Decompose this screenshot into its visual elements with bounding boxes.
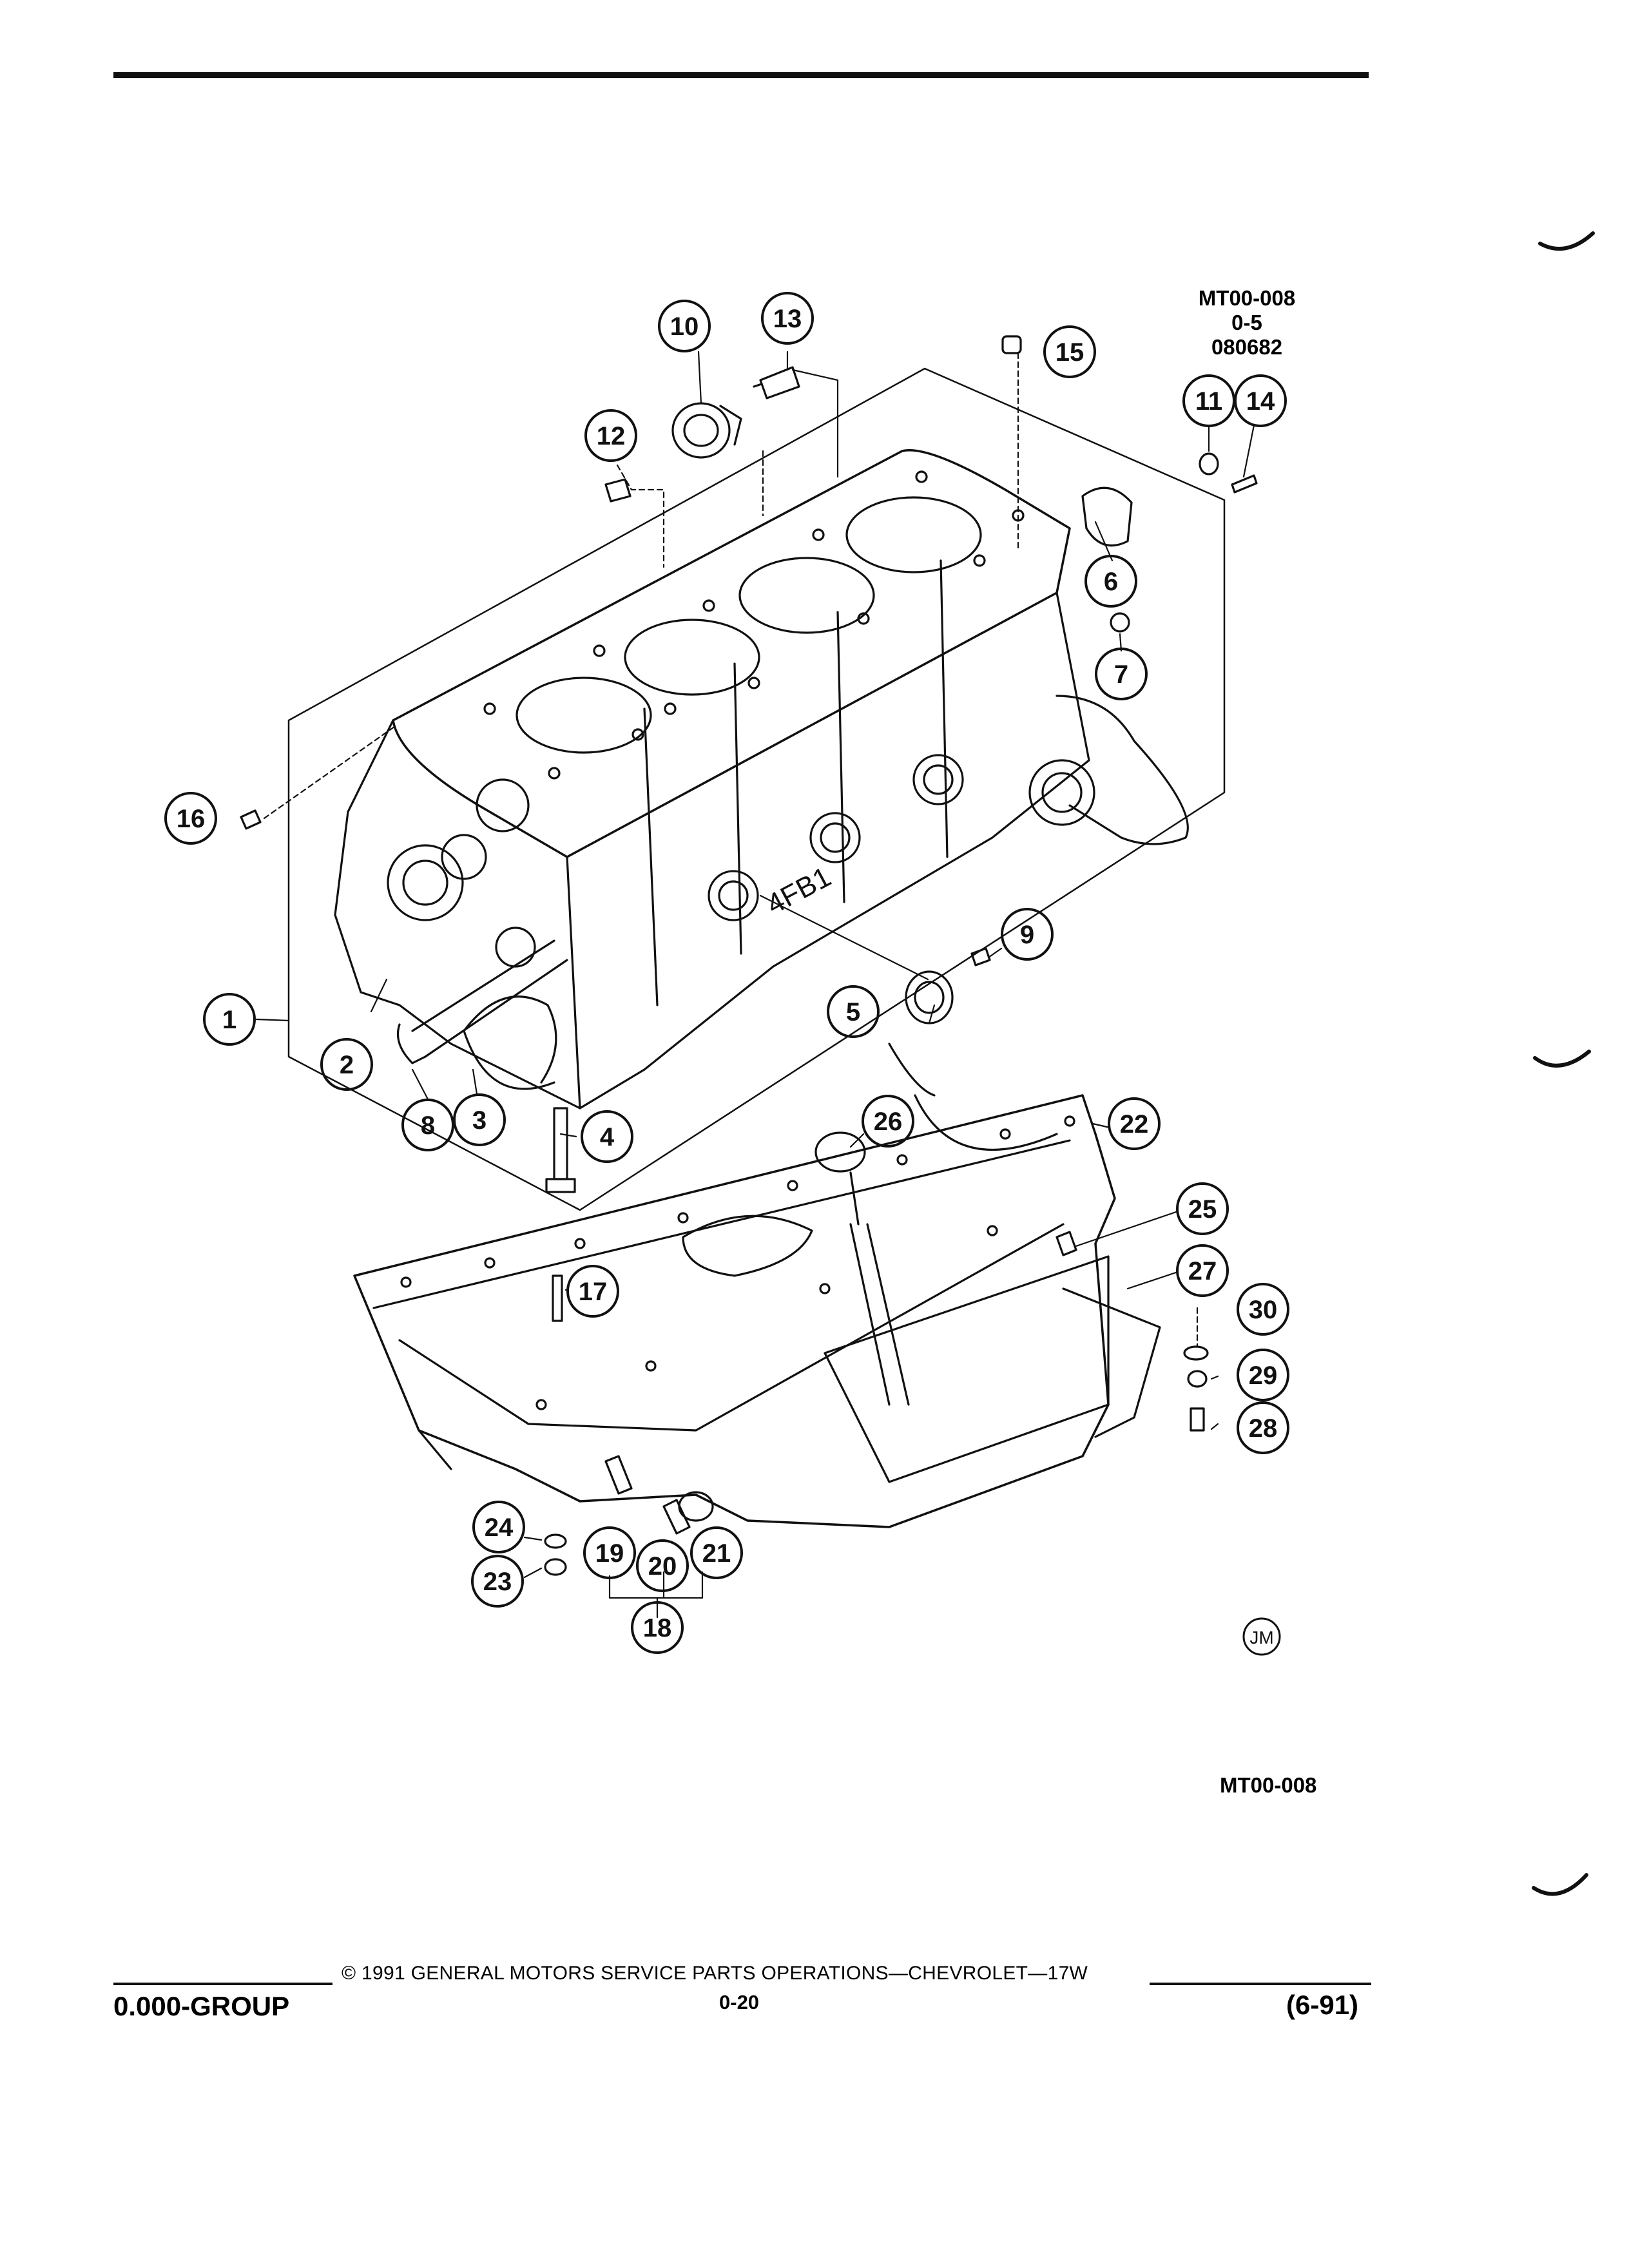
- callout-number: 30: [1249, 1296, 1278, 1324]
- callout-number: 5: [846, 998, 860, 1026]
- callout-12: 12: [584, 409, 637, 462]
- margin-marks: [1532, 231, 1595, 1896]
- footer-page-number: 0-20: [719, 1991, 760, 2013]
- block-group-frame: [287, 367, 1226, 1211]
- callout-29: 29: [1237, 1349, 1289, 1401]
- callout-number: 14: [1246, 387, 1275, 416]
- callout-number: 10: [670, 312, 699, 341]
- artist-mark: JM: [1242, 1617, 1281, 1656]
- callout-28: 28: [1237, 1401, 1289, 1454]
- footer-revision-date: (6-91): [1286, 1990, 1359, 2020]
- callout-number: 3: [472, 1106, 487, 1135]
- callout-4: 4: [581, 1110, 633, 1163]
- callout-27: 27: [1176, 1244, 1229, 1297]
- callout-number: 7: [1114, 660, 1128, 689]
- callout-number: 29: [1249, 1361, 1278, 1390]
- callout-number: 17: [579, 1278, 608, 1306]
- callout-number: 27: [1188, 1257, 1217, 1285]
- callout-number: 16: [177, 805, 206, 833]
- cylinder-block-drawing: 4FB1: [334, 449, 1189, 1110]
- callout-number: 11: [1195, 387, 1222, 416]
- callout-23: 23: [471, 1555, 524, 1608]
- block-small-parts: [240, 335, 1258, 1193]
- casting-mark: 4FB1: [762, 861, 836, 921]
- callout-15: 15: [1043, 325, 1096, 378]
- callout-number: 23: [483, 1568, 512, 1596]
- footer-copyright: © 1991 GENERAL MOTORS SERVICE PARTS OPER…: [342, 1963, 1088, 1984]
- footer-group-label: 0.000-GROUP: [113, 1991, 290, 2021]
- callout-number: 15: [1055, 338, 1084, 367]
- callout-number: 1: [222, 1006, 236, 1034]
- callout-3: 3: [453, 1093, 506, 1146]
- figure-date-code: 080682: [1211, 335, 1283, 359]
- callout-number: 9: [1020, 921, 1034, 949]
- callout-11: 11: [1182, 374, 1235, 427]
- callout-number: 24: [485, 1514, 514, 1542]
- callout-number: 26: [874, 1108, 903, 1136]
- callout-2: 2: [320, 1038, 373, 1091]
- callout-1: 1: [203, 993, 256, 1046]
- callout-number: 13: [773, 305, 802, 333]
- callout-group: 10 13 15 12 11 14 6 7 16 9 5 1 2 8 3 4 2…: [164, 292, 1289, 1654]
- callout-number: 6: [1104, 568, 1118, 596]
- callout-6: 6: [1084, 555, 1137, 608]
- callout-21: 21: [690, 1526, 743, 1579]
- callout-number: 28: [1249, 1414, 1278, 1443]
- callout-number: 21: [702, 1539, 731, 1568]
- callout-number: 18: [643, 1614, 672, 1642]
- callout-number: 19: [595, 1539, 624, 1568]
- callout-9: 9: [1001, 908, 1054, 961]
- callout-30: 30: [1237, 1283, 1289, 1336]
- leader-lines: [255, 351, 1255, 1619]
- callout-number: 4: [600, 1123, 615, 1151]
- callout-24: 24: [472, 1501, 525, 1553]
- callout-7: 7: [1095, 648, 1148, 700]
- callout-10: 10: [658, 300, 711, 352]
- figure-section: 0-5: [1231, 311, 1262, 334]
- callout-number: 20: [648, 1552, 677, 1581]
- figure-reference-block: MT00-008 0-5 080682: [1153, 286, 1340, 360]
- callout-26: 26: [862, 1095, 914, 1148]
- callout-5: 5: [827, 985, 880, 1038]
- callout-number: 22: [1120, 1110, 1149, 1139]
- top-rule: [113, 72, 1369, 78]
- callout-13: 13: [761, 292, 814, 345]
- figure-id-bottom: MT00-008: [1220, 1773, 1317, 1797]
- callout-20: 20: [636, 1539, 689, 1592]
- callout-22: 22: [1108, 1097, 1161, 1150]
- oil-pan-drawing: [353, 1043, 1209, 1576]
- callout-14: 14: [1234, 374, 1287, 427]
- callout-19: 19: [583, 1526, 636, 1579]
- callout-16: 16: [164, 792, 217, 845]
- callout-number: 25: [1188, 1195, 1217, 1224]
- footer-rule-left: [113, 1983, 333, 1985]
- callout-18: 18: [631, 1601, 684, 1654]
- callout-number: 2: [340, 1051, 354, 1079]
- callout-number: 12: [597, 422, 626, 450]
- footer-rule-right: [1150, 1983, 1371, 1985]
- callout-number: 8: [421, 1111, 435, 1140]
- svg-text:JM: JM: [1249, 1628, 1273, 1648]
- callout-17: 17: [566, 1265, 619, 1318]
- callout-25: 25: [1176, 1182, 1229, 1235]
- figure-code: MT00-008: [1198, 286, 1296, 310]
- callout-8: 8: [401, 1099, 454, 1151]
